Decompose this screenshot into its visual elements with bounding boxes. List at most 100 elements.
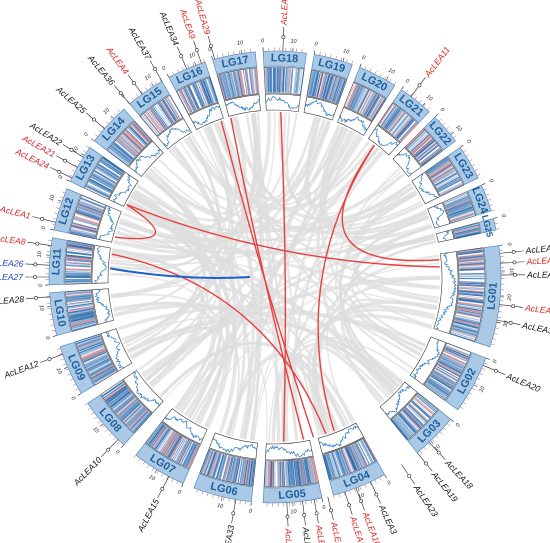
minor-tick [489, 204, 493, 206]
heatmap-bin [78, 341, 103, 352]
tick-label: 10 [148, 474, 157, 483]
heatmap-bin [457, 306, 482, 312]
heatmap-bin [439, 182, 462, 194]
heatmap-bin [264, 67, 267, 93]
heatmap-bin [290, 460, 294, 486]
heatmap-bin [128, 408, 147, 428]
heatmap-bin [70, 315, 95, 322]
gene-label: AcLEA15 [135, 497, 161, 534]
minor-tick [463, 149, 467, 152]
heatmap-bin [234, 458, 240, 483]
heatmap-bin [292, 460, 296, 486]
heatmap-bin [394, 117, 411, 137]
major-tick [314, 50, 316, 54]
tick-label: 0 [36, 284, 42, 288]
heatmap-bin [201, 449, 212, 474]
gene-marker [407, 474, 412, 478]
tick-label: 0 [500, 214, 507, 219]
minor-tick [474, 169, 478, 171]
heatmap-bin [396, 119, 414, 139]
heatmap-bin [444, 194, 469, 206]
heatmap-bin [307, 458, 313, 484]
heatmap-bin [442, 354, 466, 366]
heatmap-bin [127, 128, 146, 147]
major-tick [422, 102, 426, 106]
gray-synteny-link [312, 254, 439, 435]
heatmap-bin [410, 134, 430, 153]
heatmap-bin [93, 368, 116, 383]
heatmap-bin [67, 245, 93, 251]
heatmap-bin [142, 113, 160, 134]
line-track-frame [317, 422, 365, 455]
heatmap-bin [202, 80, 213, 104]
major-tick [386, 76, 389, 81]
heatmap-bin [431, 166, 454, 181]
tick-label: 10 [144, 73, 153, 82]
density-line [418, 173, 438, 199]
heatmap-bin [455, 232, 480, 239]
heatmap-bin [444, 348, 468, 360]
density-heatmap-track [423, 342, 472, 401]
heatmap-bin [324, 454, 333, 479]
heatmap-bin [80, 345, 104, 356]
minor-tick [182, 66, 184, 70]
chromosome-block [48, 237, 68, 286]
gene-AcLEA1: AcLEA1 [0, 203, 56, 223]
line-track-frame [265, 439, 314, 461]
heatmap-bin [212, 453, 222, 478]
major-tick [357, 487, 360, 492]
tick-group-LG02: 010 [460, 357, 499, 409]
heatmap-bin [66, 262, 91, 265]
heatmap-bin [392, 418, 410, 439]
heatmap-bin [410, 401, 430, 419]
heatmap-bin [131, 123, 150, 143]
heatmap-bin [453, 222, 478, 231]
major-tick [166, 73, 169, 78]
heatmap-bin [458, 256, 484, 260]
heatmap-bin [186, 86, 198, 110]
heatmap-bin [108, 148, 130, 165]
line-track-frame [209, 432, 258, 460]
heatmap-bin [426, 381, 448, 397]
heatmap-bin [449, 207, 473, 217]
heatmap-bin [428, 378, 450, 393]
heatmap-bin [223, 456, 231, 481]
heatmap-bin [167, 96, 181, 119]
heatmap-bin [402, 409, 421, 429]
heatmap-bin [298, 69, 303, 94]
heatmap-bin [394, 117, 412, 138]
heatmap-bin [118, 137, 138, 155]
heatmap-bin [421, 150, 443, 167]
heatmap-bin [110, 390, 131, 407]
minor-tick [234, 499, 236, 503]
tick-group-LG06: 010 [196, 489, 253, 515]
heatmap-bin [72, 222, 97, 230]
heatmap-bin [66, 254, 92, 259]
density-line-track [161, 408, 208, 445]
heatmap-bin [209, 452, 219, 477]
minor-tick [432, 439, 435, 443]
chromosome-LG24: LG24 [467, 184, 492, 216]
heatmap-bin [67, 247, 93, 252]
heatmap-bin [129, 125, 148, 145]
chromosome-LG05: LG05 [262, 483, 323, 504]
density-heatmap-track [216, 67, 260, 101]
heatmap-bin [406, 130, 426, 149]
heatmap-bin [153, 427, 169, 449]
heatmap-bin [176, 91, 189, 115]
heatmap-bin [361, 92, 374, 115]
heatmap-bin [129, 409, 147, 428]
heatmap-bin [159, 101, 175, 123]
heatmap-bin [77, 337, 101, 347]
density-heatmap-track [390, 392, 439, 441]
heatmap-bin [179, 90, 192, 113]
heatmap-bin [454, 228, 479, 235]
chromosome-block [445, 352, 487, 411]
heatmap-bin [288, 68, 292, 93]
minor-tick [424, 447, 427, 450]
heatmap-bin [95, 167, 118, 182]
heatmap-bin [66, 298, 92, 303]
heatmap-bin [102, 382, 124, 397]
heatmap-bin [363, 93, 377, 116]
heatmap-bin [68, 240, 94, 246]
